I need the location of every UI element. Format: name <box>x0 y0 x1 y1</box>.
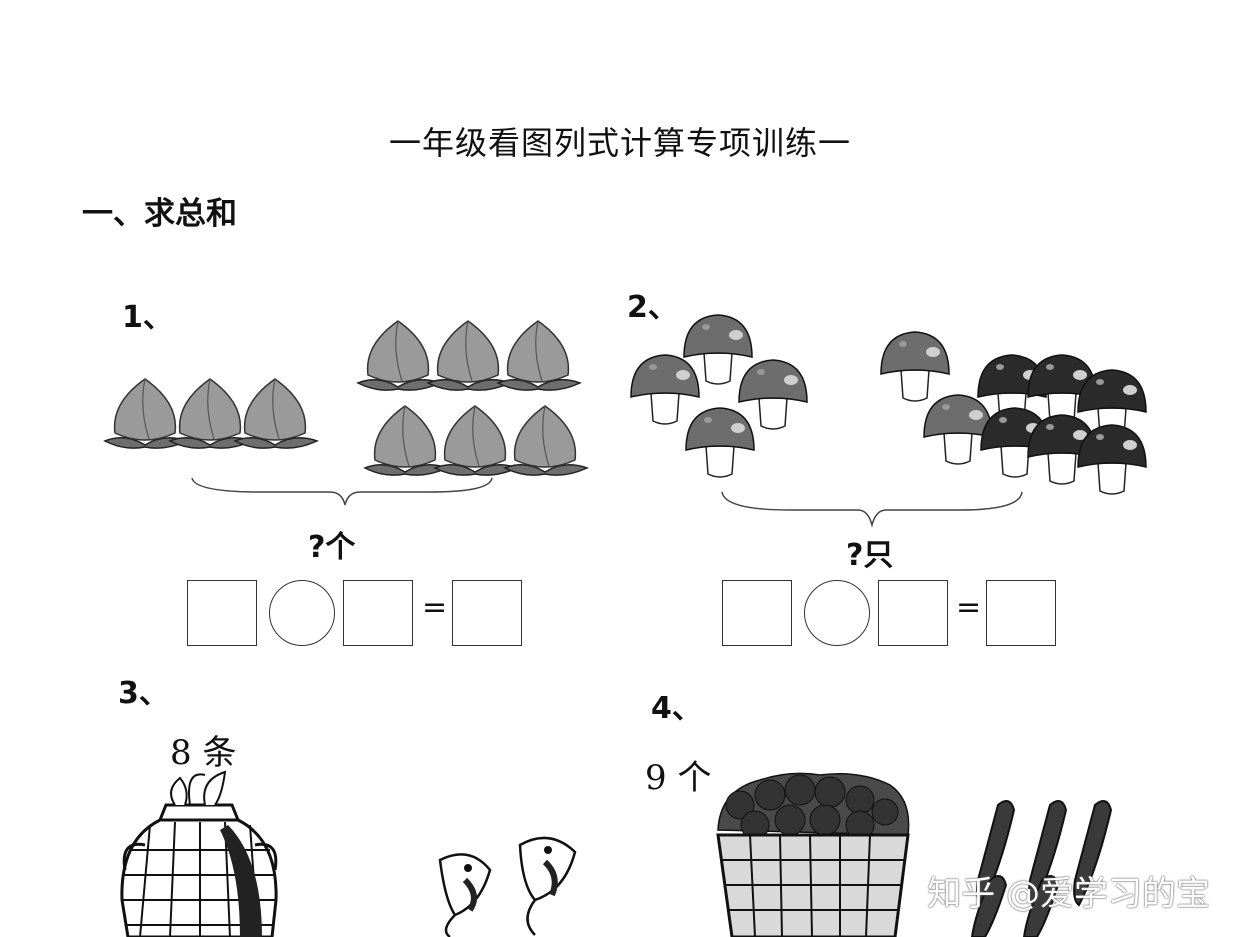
peach-5 <box>426 320 512 391</box>
light-mushroom-5 <box>880 331 950 402</box>
problem-2-result-box[interactable] <box>986 580 1056 646</box>
problem-1-operator-circle[interactable] <box>269 580 335 646</box>
problem-3-given-label: 8 条 <box>170 733 237 773</box>
watermark: 知乎 @爱学习的宝 <box>927 874 1210 914</box>
dark-mushroom-5 <box>1027 414 1097 485</box>
peach-1 <box>103 378 189 449</box>
peach-8 <box>433 405 519 476</box>
problem-2-number: 2、 <box>627 290 678 325</box>
problem-2-operator-circle[interactable] <box>804 580 870 646</box>
problem-2-question-label: ?只 <box>846 538 894 573</box>
peach-2 <box>168 378 254 449</box>
problem-1-number: 1、 <box>122 300 173 335</box>
light-mushroom-4 <box>685 407 755 478</box>
light-mushroom-3 <box>738 359 808 430</box>
problem-1-answer-box-2[interactable] <box>343 580 413 646</box>
problem-4-given-label: 9 个 <box>645 758 712 798</box>
light-mushroom-1 <box>630 354 700 425</box>
dark-mushroom-6 <box>1077 424 1147 495</box>
problem-3-number: 3、 <box>118 676 169 711</box>
peach-9 <box>503 405 589 476</box>
problem-1-question-label: ?个 <box>308 530 356 565</box>
problem-2-answer-box-2[interactable] <box>878 580 948 646</box>
problem-1-equals-sign: = <box>422 590 448 625</box>
problem-2-equals-sign: = <box>956 590 982 625</box>
light-mushroom-2 <box>683 314 753 385</box>
problem-4-number: 4、 <box>651 691 702 726</box>
page-title: 一年级看图列式计算专项训练一 <box>388 124 851 162</box>
problem-1-answer-box-1[interactable] <box>187 580 257 646</box>
peach-6 <box>496 320 582 391</box>
problem-1-result-box[interactable] <box>452 580 522 646</box>
problem-2-answer-box-1[interactable] <box>722 580 792 646</box>
peach-3 <box>233 378 319 449</box>
light-mushroom-6 <box>923 394 993 465</box>
section-heading: 一、求总和 <box>82 196 237 232</box>
